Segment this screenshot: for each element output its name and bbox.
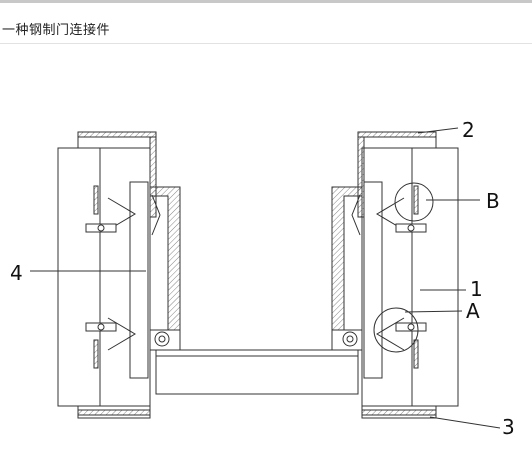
detail-circle-a: [373, 307, 419, 353]
left-channel: [77, 131, 157, 419]
label-part-1: 1: [470, 277, 483, 301]
left-lower-latch: [85, 317, 136, 369]
label-part-3: 3: [502, 415, 515, 439]
label-detail-a: A: [466, 299, 480, 323]
right-hinge-profile: [331, 186, 363, 351]
label-detail-b: B: [486, 189, 500, 213]
right-inner-plate: [363, 181, 383, 379]
bottom-beam: [155, 349, 359, 395]
leader-lines: [30, 127, 501, 429]
left-inner-plate: [129, 181, 149, 379]
label-part-2: 2: [462, 118, 475, 142]
page-title: 一种钢制门连接件: [2, 23, 111, 38]
left-upper-latch: [85, 185, 136, 233]
right-channel: [357, 131, 437, 419]
label-part-4: 4: [10, 261, 23, 285]
right-lower-latch: [376, 317, 427, 369]
title-divider: [0, 43, 532, 44]
top-rule: [0, 0, 532, 3]
detail-circle-b: [394, 182, 434, 222]
right-upper-latch: [376, 185, 427, 233]
